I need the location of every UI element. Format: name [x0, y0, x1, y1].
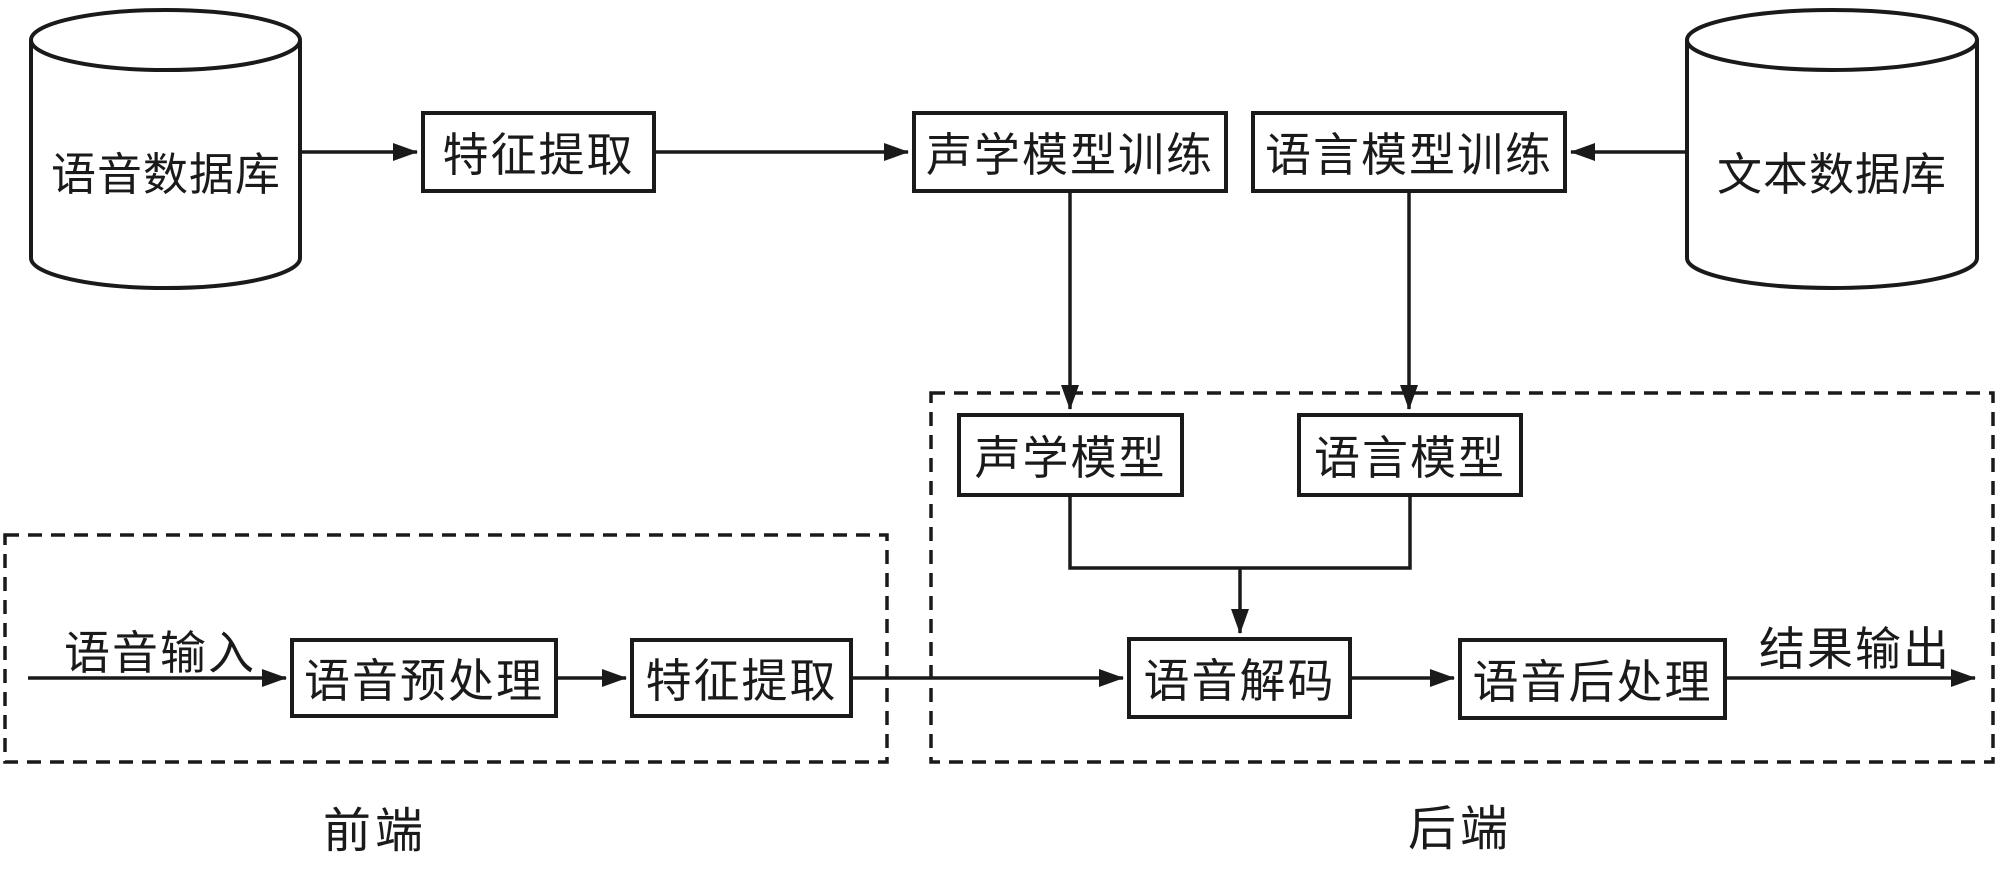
speech-database-cylinder-top-ellipse	[29, 39, 302, 72]
text-database-cylinder-top-ellipse	[1685, 39, 1979, 72]
feature-extraction-training-box: 特征提取	[421, 111, 656, 193]
frontend-dashed-region	[3, 533, 889, 764]
backend-label: 后端	[1407, 803, 1512, 856]
acoustic-model-training-box: 声学模型训练	[912, 111, 1228, 193]
language-model-training-box: 语言模型训练	[1251, 111, 1567, 193]
speech-postprocessing-box: 语音后处理	[1458, 638, 1727, 720]
speech-decoding-box: 语音解码	[1127, 637, 1352, 719]
speech-database-cylinder	[29, 8, 302, 290]
speech-input-label: 语音输入	[64, 628, 256, 679]
speech-database-label: 语音数据库	[50, 149, 281, 200]
text-database-cylinder	[1685, 8, 1979, 290]
text-database-cylinder-body	[1685, 8, 1979, 290]
connector-models-merge	[1068, 497, 1412, 570]
speech-preprocessing-box: 语音预处理	[290, 638, 558, 718]
language-model-box: 语言模型	[1297, 413, 1523, 497]
speech-database-cylinder-body	[29, 8, 302, 290]
result-output-label: 结果输出	[1759, 624, 1951, 675]
text-database-label: 文本数据库	[1716, 149, 1947, 200]
frontend-label: 前端	[322, 805, 427, 858]
feature-extraction-frontend-box: 特征提取	[630, 638, 853, 718]
backend-dashed-region	[929, 391, 1995, 764]
acoustic-model-box: 声学模型	[957, 413, 1184, 497]
